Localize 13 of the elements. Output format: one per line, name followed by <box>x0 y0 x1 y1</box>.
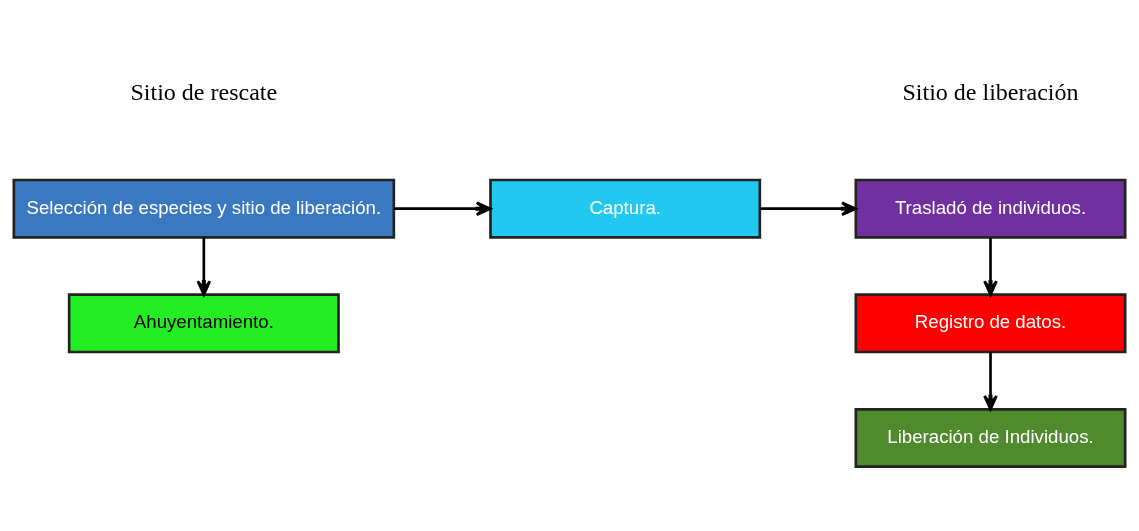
arrow <box>393 200 492 216</box>
node-box: Registro de datos. <box>854 292 1127 353</box>
arrow <box>196 237 212 296</box>
arrow <box>983 351 998 411</box>
node-box: Liberación de Individuos. <box>854 407 1127 468</box>
arrow <box>760 200 857 216</box>
label: Sitio de liberación <box>902 78 1079 105</box>
node-box: Ahuyentamiento. <box>67 292 340 353</box>
label: Sitio de rescate <box>130 78 278 105</box>
node-box: Captura. <box>489 178 762 239</box>
node-box: Selección de especies y sitio de liberación. <box>12 178 396 239</box>
node-box: Trasladó de individuos. <box>854 178 1127 239</box>
arrow <box>983 237 998 296</box>
